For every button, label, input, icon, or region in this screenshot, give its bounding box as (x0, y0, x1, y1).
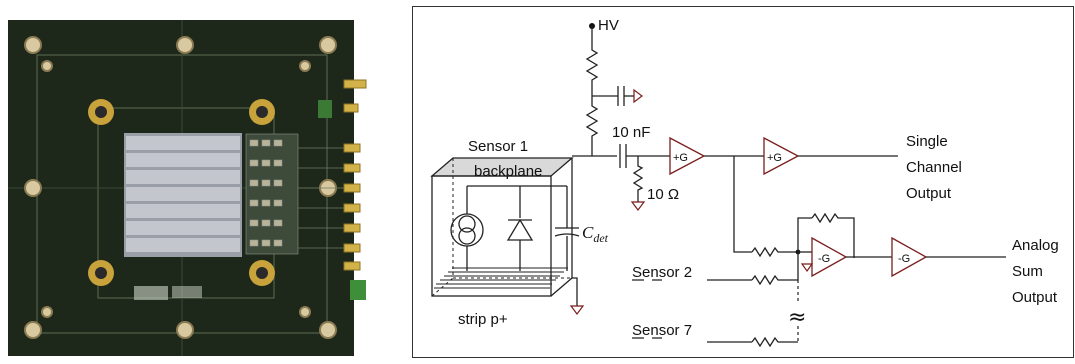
sensor2-label: Sensor 2 (632, 264, 692, 281)
svg-text:+G: +G (673, 152, 688, 164)
analog-label: Analog (1012, 237, 1059, 254)
ground-symbol (633, 88, 643, 104)
res-10ohm-label: 10 Ω (647, 186, 679, 203)
sensor1-label: Sensor 1 (468, 138, 528, 155)
strip-label: strip p+ (458, 311, 508, 328)
single-label: Single (906, 133, 948, 150)
cdet-label: Cdet (582, 223, 609, 245)
termination-resistor (632, 156, 644, 202)
cap-10nf-label: 10 nF (612, 124, 650, 141)
svg-text:-G: -G (898, 253, 910, 265)
hv-label: HV (598, 17, 619, 34)
channel-label: Channel (906, 159, 962, 176)
break-symbol: ≈ (788, 305, 806, 330)
svg-text:+G: +G (767, 152, 782, 164)
bias-resistor-2 (585, 96, 599, 156)
gold-standoffs (88, 99, 275, 286)
sum-label: Sum (1012, 263, 1043, 280)
amp-4 (891, 236, 928, 278)
backplane-label: backplane (474, 163, 542, 180)
sensor-1-cube (430, 157, 574, 297)
bias-resistor-1 (585, 26, 599, 96)
edge-connectors (343, 79, 367, 271)
green-terminal (350, 280, 366, 300)
amp-2 (763, 136, 800, 176)
sensor7-label: Sensor 7 (632, 322, 692, 339)
output1-label: Output (906, 185, 952, 202)
readout-schematic: HV 10 nF 10 Ω Sensor 1 ba (412, 6, 1074, 358)
readout-electronics (245, 133, 299, 255)
amp-3-summing (811, 236, 848, 278)
output2-label: Output (1012, 289, 1058, 306)
amp-1 (669, 136, 706, 176)
sensor-stack (124, 133, 242, 257)
pcb-photo (0, 0, 385, 364)
svg-text:-G: -G (818, 253, 830, 265)
